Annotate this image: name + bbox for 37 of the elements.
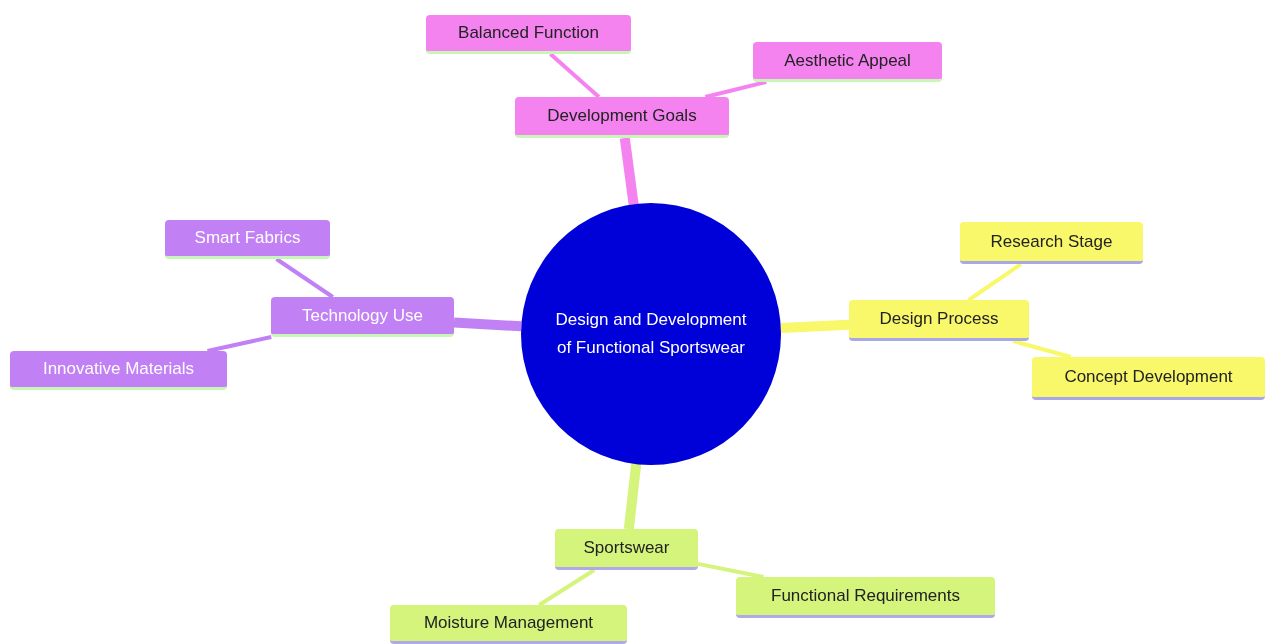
node-label: Research Stage [990,231,1113,252]
branch-line [623,462,642,530]
topic-box [736,577,995,618]
node-label: Functional Requirements [771,586,960,606]
branch-line [538,568,596,607]
topic-box [165,220,330,259]
branch-line [704,80,767,99]
topic-box [1032,357,1265,400]
topic-box [515,97,729,138]
node-label: Design and Development of Functional Sportswear [554,309,748,359]
topic-box [426,15,631,54]
topic-box [10,351,227,390]
topic-box [960,222,1143,264]
branch-line [619,137,639,206]
topic-box [271,297,454,337]
node-label: Design Process [879,309,999,329]
topic-box [390,605,627,644]
branch-line [697,561,764,579]
node-label: Smart Fabrics [194,228,301,248]
node-label: Development Goals [547,106,697,126]
node-label: Concept Development [1064,367,1233,387]
branch-line [453,317,522,332]
node-label: Technology Use [302,305,423,326]
topic-box [753,42,942,82]
branch-line [1012,339,1072,359]
node-label: Innovative Materials [42,359,195,379]
topic-box [849,300,1029,341]
branch-line [780,319,850,333]
node-label: Aesthetic Appeal [784,50,911,71]
topic-box [555,529,698,570]
branch-line [967,262,1023,302]
branch-line [275,257,334,299]
branch-line [549,52,601,99]
node-label: Moisture Management [423,613,594,633]
branch-line [207,335,272,353]
node-label: Balanced Function [458,23,599,43]
node-label: Sportswear [583,538,670,558]
